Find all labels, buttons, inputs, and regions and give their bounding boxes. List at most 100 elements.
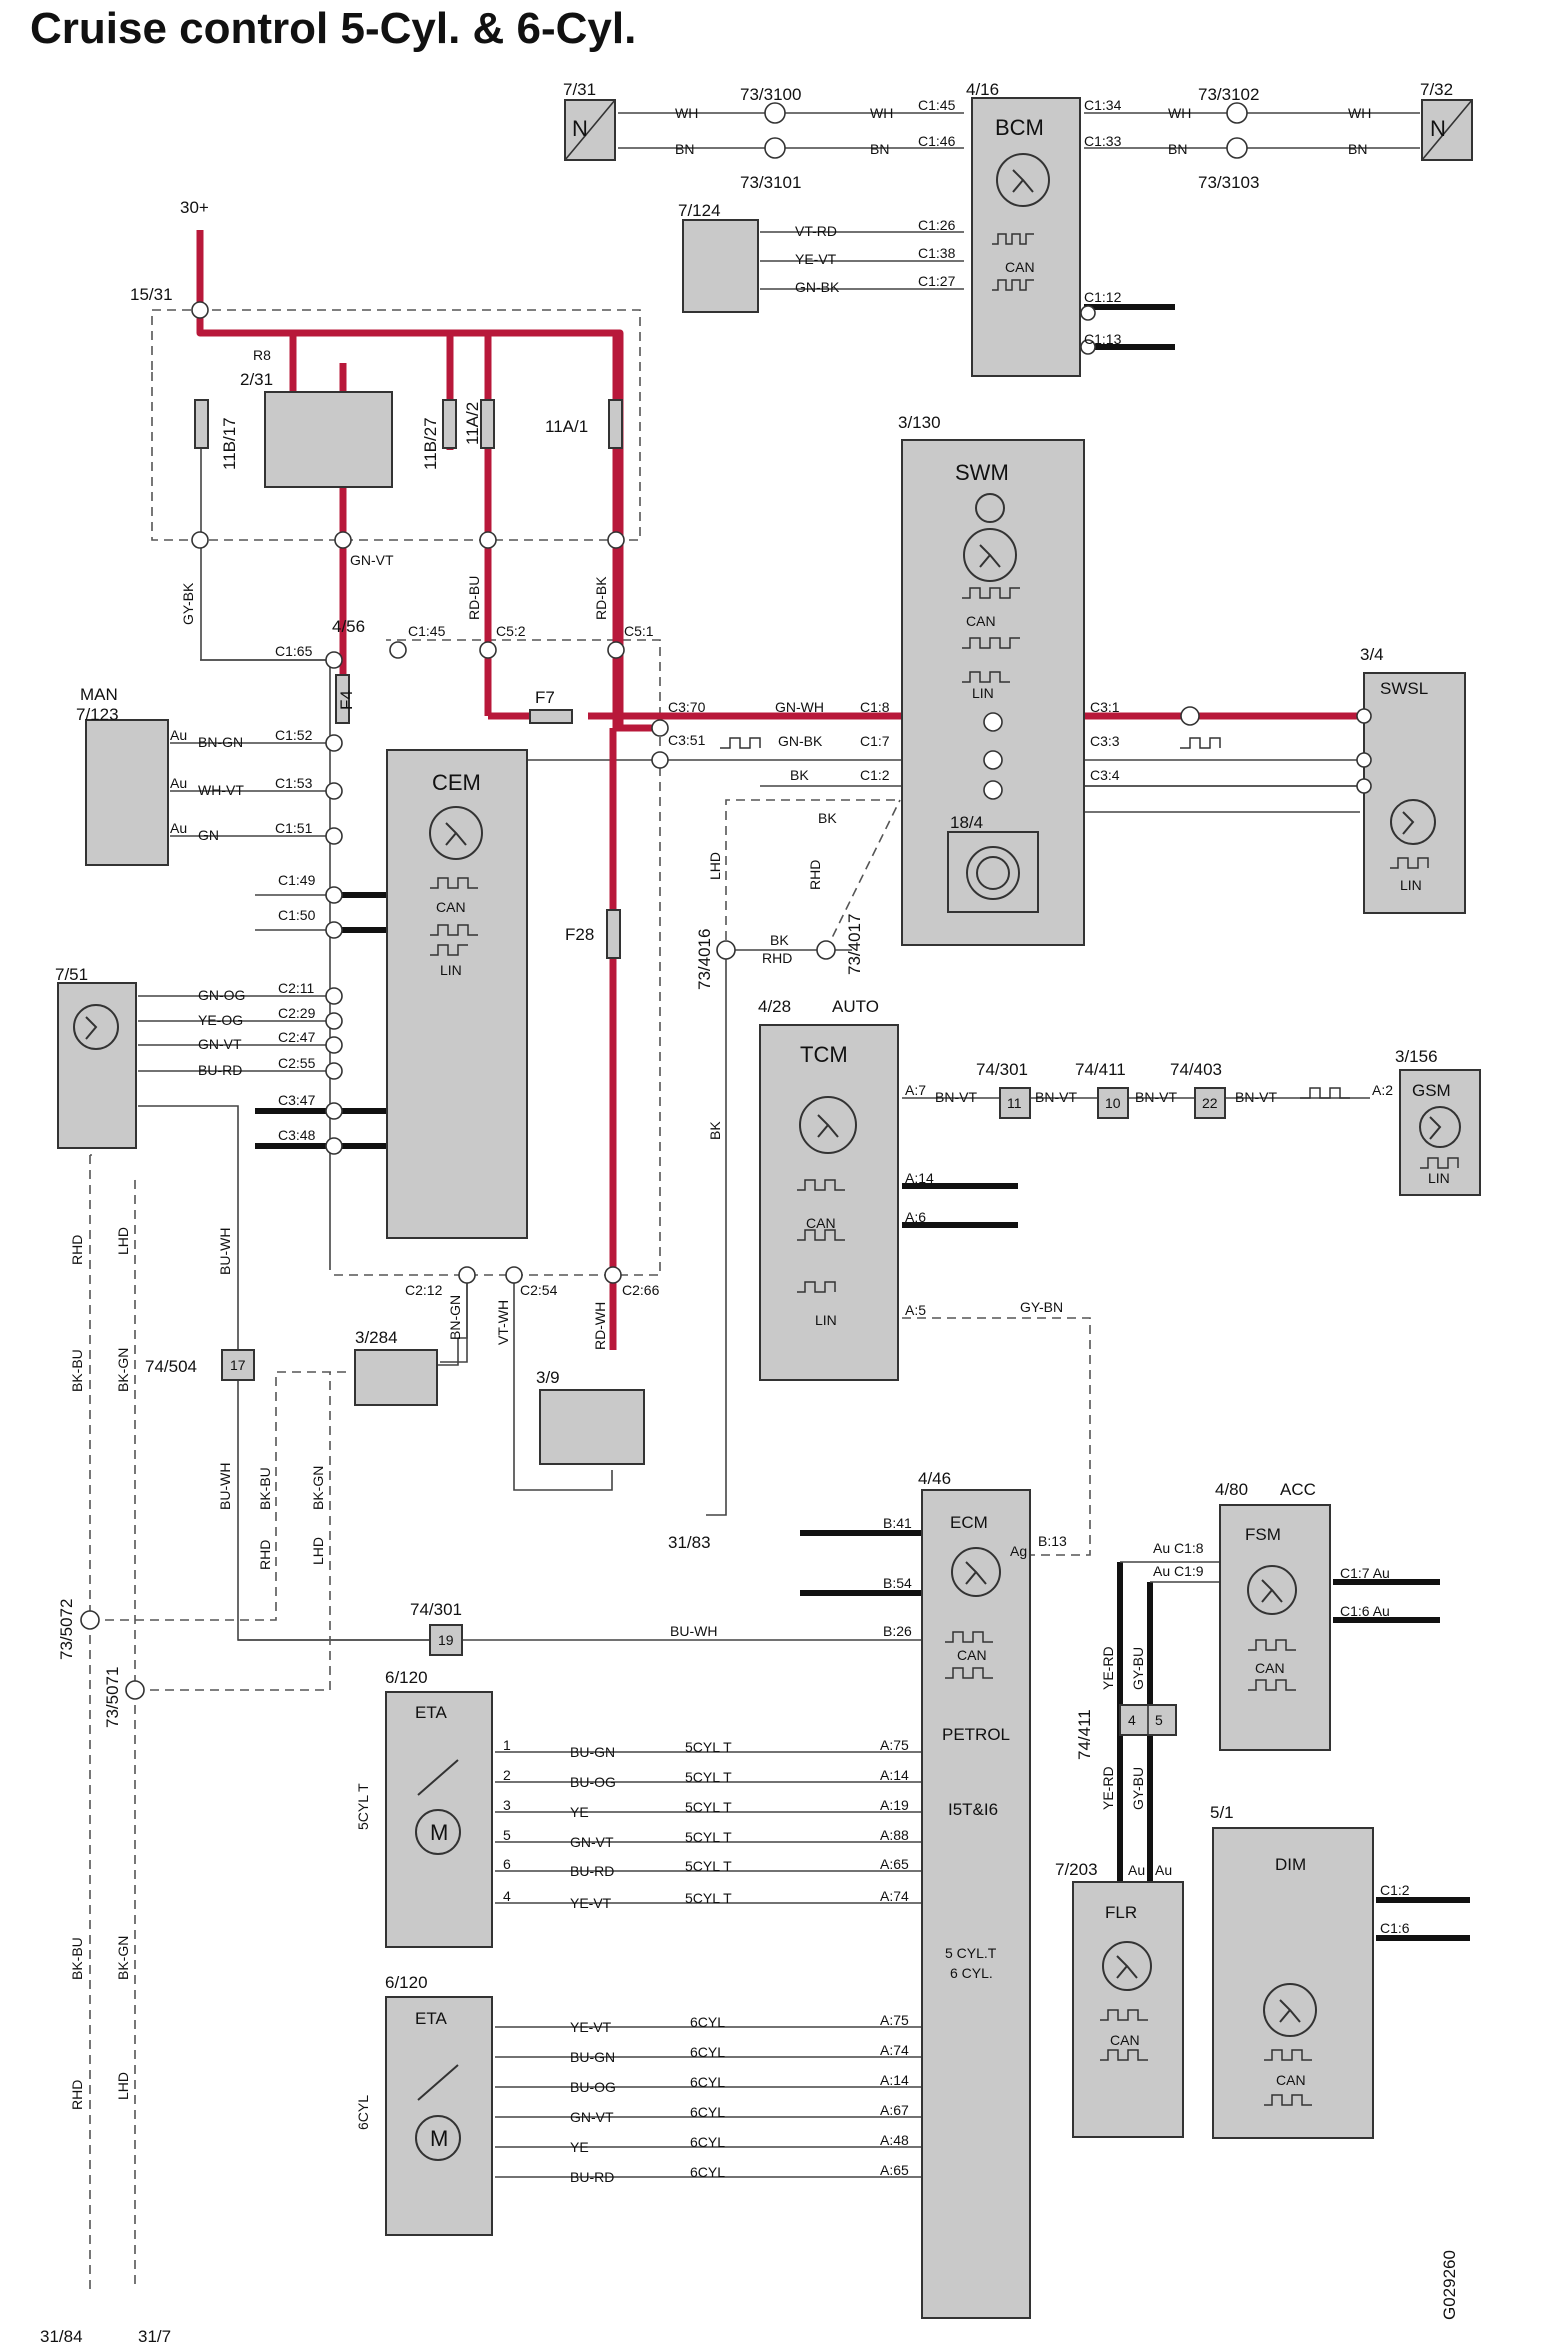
- switch-3-9-ref: 3/9: [536, 1368, 560, 1387]
- fuse-11b27[interactable]: [442, 399, 457, 449]
- pin-au-4: Au: [1128, 1862, 1145, 1878]
- pin-eta-5: 5: [503, 1827, 511, 1843]
- splice-icons: [80, 102, 1248, 1700]
- fuse-f4[interactable]: [335, 674, 350, 724]
- splice-3100: 73/3100: [740, 85, 801, 104]
- man-7-123[interactable]: [85, 719, 169, 866]
- pin-c254: C2:54: [520, 1282, 558, 1298]
- fuse-11a2[interactable]: [480, 399, 495, 449]
- tcm-module[interactable]: [759, 1024, 899, 1381]
- dim-transistor-icon: [1263, 1983, 1317, 2037]
- cem-bus-lin: LIN: [440, 962, 462, 978]
- swm-transistor-icon: [963, 528, 1017, 582]
- bcm-bus: CAN: [1005, 259, 1035, 275]
- gsm-name: GSM: [1412, 1081, 1451, 1100]
- eta-6cyl-side: 6CYL: [355, 2095, 371, 2130]
- pin-a14-2: A:14: [880, 2072, 909, 2088]
- ecm-module[interactable]: [921, 1489, 1031, 2319]
- pin-b13: B:13: [1038, 1533, 1067, 1549]
- ground-31-83: 31/83: [668, 1533, 711, 1552]
- fusebox-labels: 30+ 15/31 R8 2/31 11B/17 11B/27 11A/2 11…: [130, 198, 594, 944]
- sensor-7-31: N: [564, 99, 616, 161]
- pin-au-5: Au: [1155, 1862, 1172, 1878]
- wire-bu-wh-3: BU-WH: [670, 1623, 717, 1639]
- tcm-ref: 4/28: [758, 997, 791, 1016]
- wire-vt-wh: VT-WH: [495, 1300, 511, 1345]
- connector-74-301-a[interactable]: [999, 1087, 1031, 1119]
- connector-74-411-a-ref: 74/411: [1075, 1060, 1126, 1079]
- wire-bu-rd-2: BU-RD: [570, 1863, 614, 1879]
- eta-5cyl[interactable]: [385, 1691, 493, 1948]
- wire-ye-1: YE: [570, 1804, 589, 1820]
- wire-bk-bu-1: BK-BU: [69, 1349, 85, 1392]
- wire-rhd-2: RHD: [762, 950, 792, 966]
- wire-rhd-4: RHD: [257, 1540, 273, 1570]
- sensor-7-31-ref: 7/31: [563, 80, 596, 99]
- wire-lhd-5: LHD: [115, 2072, 131, 2100]
- cem-module[interactable]: [386, 749, 528, 1239]
- connector-74-411-a[interactable]: [1097, 1087, 1129, 1119]
- pin-a67: A:67: [880, 2102, 909, 2118]
- pin-c152: C1:52: [275, 727, 313, 743]
- wire-bk-2: BK: [818, 810, 837, 826]
- fsm-module[interactable]: [1219, 1504, 1331, 1751]
- eta-6cyl[interactable]: [385, 1996, 493, 2236]
- sensor-7-124[interactable]: [682, 219, 759, 313]
- pin-a7: A:7: [905, 1082, 926, 1098]
- fuse-f4-label: F4: [337, 690, 356, 710]
- wire-bk-3: BK: [707, 1121, 723, 1140]
- wire-wh-vt: WH-VT: [198, 782, 244, 798]
- pin-a74-2: A:74: [880, 2042, 909, 2058]
- connector-74-301-b[interactable]: [429, 1624, 463, 1656]
- wire-bu-gn-1: BU-GN: [570, 1744, 615, 1760]
- pin-b54: B:54: [883, 1575, 912, 1591]
- pin-c133: C1:33: [1084, 133, 1122, 149]
- pin-c52: C5:2: [496, 623, 526, 639]
- dim-module[interactable]: [1212, 1827, 1374, 2139]
- wire-gy-bu-2: GY-BU: [1130, 1767, 1146, 1810]
- pin-au-1: Au: [170, 727, 187, 743]
- connector-74-403[interactable]: [1194, 1087, 1226, 1119]
- fusebox-ref: 15/31: [130, 285, 173, 304]
- pin-c126: C1:26: [918, 217, 956, 233]
- fuse-f7[interactable]: [529, 709, 573, 724]
- fuse-11a1[interactable]: [608, 399, 623, 449]
- wire-wh-2: WH: [870, 105, 893, 121]
- pin-c347: C3:47: [278, 1092, 316, 1108]
- relay-2-31[interactable]: [264, 391, 393, 488]
- cem-bus-can: CAN: [436, 899, 466, 915]
- connector-74-504[interactable]: [221, 1349, 255, 1381]
- wire-5cylt-4: 5CYL T: [685, 1829, 732, 1845]
- fuse-11b17[interactable]: [194, 399, 209, 449]
- fuse-11b17-label: 11B/17: [220, 417, 239, 470]
- switch-3-9[interactable]: [539, 1389, 645, 1465]
- gsm-module[interactable]: [1399, 1069, 1481, 1196]
- pin-c212: C2:12: [405, 1282, 443, 1298]
- swsl-module[interactable]: [1363, 672, 1466, 914]
- swm-bus-lin: LIN: [972, 685, 994, 701]
- ground-routes: [89, 309, 901, 2290]
- pin-a88: A:88: [880, 1827, 909, 1843]
- pin-c31: C3:1: [1090, 699, 1120, 715]
- dim-name: DIM: [1275, 1855, 1306, 1874]
- sensor-7-51[interactable]: [57, 982, 137, 1149]
- connector-74-411-b-ref: 74/411: [1075, 1709, 1094, 1760]
- wire-5cylt-1: 5CYL T: [685, 1739, 732, 1755]
- wire-bu-rd: BU-RD: [198, 1062, 242, 1078]
- eta-5cyl-side: 5CYL T: [355, 1783, 371, 1830]
- wire-ye-2: YE: [570, 2139, 589, 2155]
- pin-c229: C2:29: [278, 1005, 316, 1021]
- man-ref: 7/123: [76, 705, 119, 724]
- fuse-f28[interactable]: [606, 909, 621, 959]
- wire-bn-1: BN: [675, 141, 694, 157]
- wire-rhd-3: RHD: [69, 1235, 85, 1265]
- ecm-text-petrol: PETROL: [942, 1725, 1010, 1744]
- arrow-icons: [85, 169, 1442, 2101]
- wire-6cyl-4: 6CYL: [690, 2104, 725, 2120]
- swsl-bus: LIN: [1400, 877, 1422, 893]
- pin-a65-1: A:65: [880, 1856, 909, 1872]
- connector-74-504-ref: 74/504: [145, 1357, 197, 1376]
- switch-3-284[interactable]: [354, 1349, 438, 1406]
- wire-rd-bu: RD-BU: [466, 576, 482, 620]
